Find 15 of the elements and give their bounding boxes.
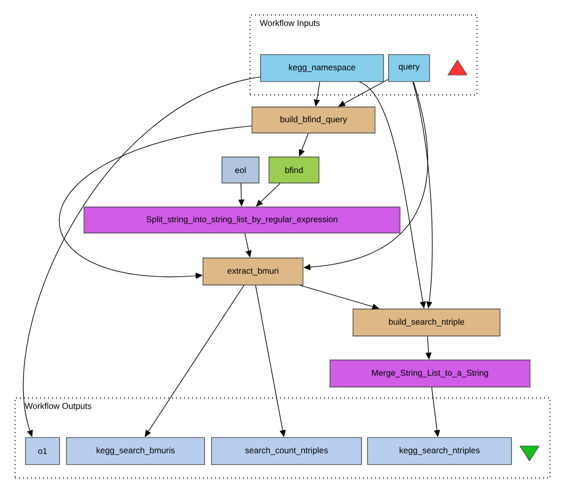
process-box: build_bfind_query: [252, 106, 376, 134]
process-box: kegg_search_bmuris: [66, 437, 205, 465]
process-box: Split_string_into_string_list_by_regular_expression: [84, 206, 400, 234]
arrow: [338, 79, 389, 107]
process-box: o1: [25, 437, 60, 465]
process-box: eol: [222, 156, 260, 184]
process-box: query: [388, 54, 430, 82]
arrow: [59, 126, 252, 279]
process-box: extract_bmuri: [202, 258, 304, 286]
process-box: bfind: [268, 156, 320, 184]
process-box: kegg_namespace: [260, 54, 384, 82]
process-box: kegg_search_ntriples: [367, 437, 512, 465]
process-box: search_count_ntriples: [211, 437, 362, 465]
process-box: build_search_ntriple: [352, 308, 500, 336]
process-box: Merge_String_List_to_a_String: [330, 360, 530, 388]
